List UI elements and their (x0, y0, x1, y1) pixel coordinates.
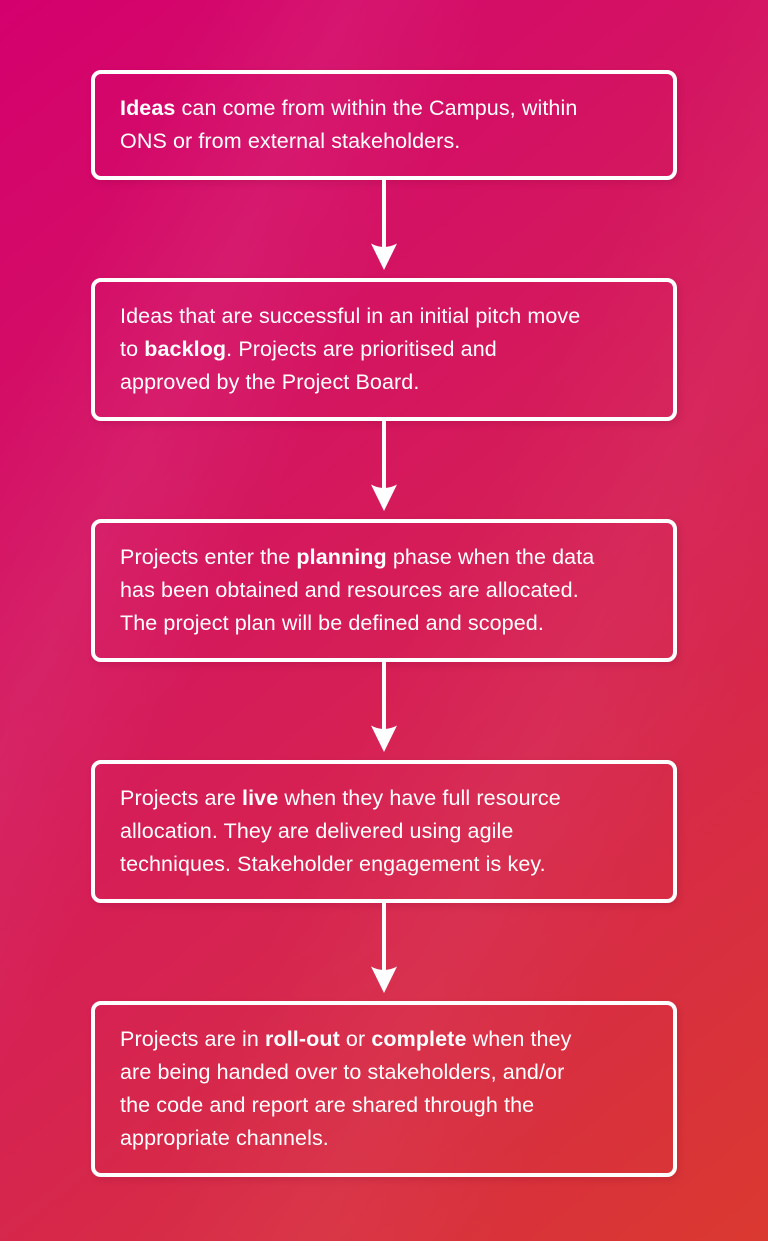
flow-box-live: Projects are live when they have full re… (91, 760, 677, 903)
flow-connector (364, 903, 404, 1001)
flow-box-ideas: Ideas can come from within the Campus, w… (91, 70, 677, 180)
flow-box-backlog: Ideas that are successful in an initial … (91, 278, 677, 421)
flow-box-text: Ideas can come from within the Campus, w… (120, 96, 578, 153)
arrow-down-icon (371, 662, 397, 752)
flow-box-text: Projects enter the planning phase when t… (120, 545, 595, 635)
flow-box-text: Projects are live when they have full re… (120, 786, 561, 876)
project-lifecycle-flowchart: Ideas can come from within the Campus, w… (91, 70, 677, 1177)
arrow-down-icon (371, 180, 397, 270)
flow-box-rollout-complete: Projects are in roll-out or complete whe… (91, 1001, 677, 1177)
flow-box-text: Projects are in roll-out or complete whe… (120, 1027, 572, 1150)
arrow-down-icon (371, 903, 397, 993)
flow-connector (364, 421, 404, 519)
flow-box-planning: Projects enter the planning phase when t… (91, 519, 677, 662)
arrow-down-icon (371, 421, 397, 511)
flow-box-text: Ideas that are successful in an initial … (120, 304, 581, 394)
flow-connector (364, 180, 404, 278)
flow-connector (364, 662, 404, 760)
